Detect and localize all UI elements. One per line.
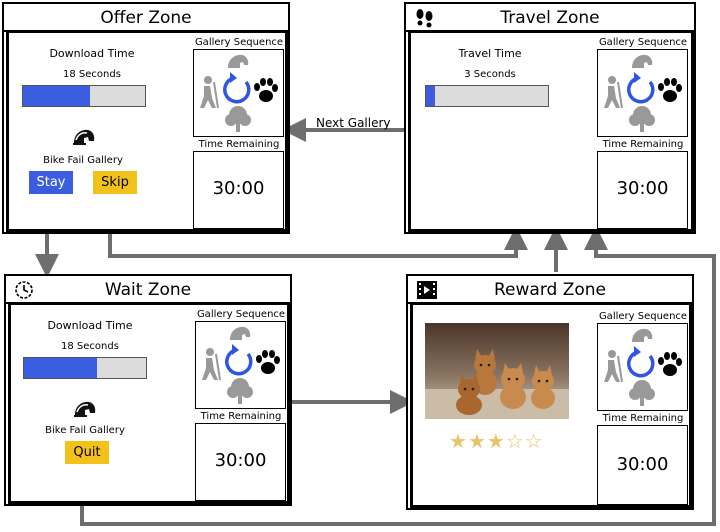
- stay-button[interactable]: Stay: [29, 171, 73, 194]
- reward-panel: ★★★☆☆ Gallery Sequence Time Remaining 30…: [410, 302, 692, 508]
- travel-panel: Travel Time 3 Seconds Gallery Sequence T…: [408, 30, 694, 232]
- travel-sequence-box: [597, 49, 688, 137]
- offer-remaining-title: Time Remaining: [198, 139, 280, 150]
- travel-remaining-title: Time Remaining: [602, 139, 684, 150]
- hiker-icon: [604, 350, 623, 383]
- reward-zone-title: Reward Zone: [408, 276, 692, 304]
- wait-progress-fill: [24, 358, 98, 378]
- travel-zone: Travel Zone Travel Time 3 Seconds Galler…: [404, 2, 696, 234]
- quit-button[interactable]: Quit: [65, 441, 109, 464]
- refresh-icon: [223, 72, 251, 104]
- reward-remaining-title: Time Remaining: [602, 413, 684, 424]
- hiker-icon: [202, 348, 221, 381]
- wait-remaining-box: 30:00: [195, 423, 286, 501]
- helmet-icon: [632, 328, 653, 342]
- wait-zone-title: Wait Zone: [6, 276, 290, 304]
- next-gallery-label: Next Gallery: [316, 116, 391, 130]
- tree-icon: [227, 378, 253, 404]
- offer-zone-title: Offer Zone: [4, 4, 288, 32]
- wait-timer: 30:00: [214, 450, 267, 471]
- gallery-sequence-icons: [200, 54, 278, 132]
- paw-icon: [658, 78, 682, 102]
- wait-time-label: Download Time: [47, 319, 133, 332]
- refresh-icon: [627, 346, 655, 378]
- star-filled-icon[interactable]: ★: [449, 429, 468, 453]
- offer-remaining-box: 30:00: [193, 151, 284, 229]
- gallery-sequence-icons: [604, 328, 682, 406]
- wait-sequence-box: [195, 321, 286, 409]
- travel-sequence-title: Gallery Sequence: [598, 37, 688, 48]
- tree-icon: [629, 106, 655, 132]
- star-empty-icon[interactable]: ☆: [505, 429, 525, 453]
- wait-zone: Wait Zone Download Time 18 Seconds Bike …: [4, 274, 292, 506]
- travel-remaining-box: 30:00: [597, 151, 688, 229]
- offer-sequence-box: [193, 49, 284, 137]
- reward-sequence-title: Gallery Sequence: [598, 311, 688, 322]
- wait-panel: Download Time 18 Seconds Bike Fail Galle…: [8, 302, 290, 504]
- star-filled-icon[interactable]: ★: [486, 429, 506, 453]
- offer-sequence-title: Gallery Sequence: [194, 37, 284, 48]
- gallery-sequence-icons: [202, 326, 280, 404]
- hiker-icon: [604, 76, 623, 109]
- paw-icon: [254, 78, 278, 102]
- wait-gallery-name: Bike Fail Gallery: [45, 425, 125, 436]
- travel-zone-title: Travel Zone: [406, 4, 694, 32]
- helmet-icon: [73, 400, 97, 424]
- offer-progress-fill: [23, 86, 91, 106]
- wait-progress-bar: [23, 357, 147, 379]
- hiker-icon: [200, 76, 219, 109]
- video-icon: [416, 280, 438, 309]
- gallery-sequence-icons: [604, 54, 682, 132]
- star-empty-icon[interactable]: ☆: [524, 429, 544, 453]
- footprints-icon: [414, 8, 436, 37]
- offer-gallery-name: Bike Fail Gallery: [43, 155, 123, 166]
- travel-progress-fill: [426, 86, 435, 106]
- wait-sequence-title: Gallery Sequence: [196, 309, 286, 320]
- travel-timer: 30:00: [616, 178, 669, 199]
- paw-icon: [658, 352, 682, 376]
- reward-timer: 30:00: [616, 454, 669, 475]
- travel-progress-bar: [425, 85, 549, 107]
- helmet-icon: [230, 326, 251, 340]
- travel-time-value: 3 Seconds: [464, 69, 516, 80]
- offer-time-value: 18 Seconds: [63, 69, 121, 80]
- offer-panel: Download Time 18 Seconds Bike Fail Galle…: [6, 30, 288, 232]
- helmet-icon: [632, 54, 653, 68]
- star-filled-icon[interactable]: ★: [467, 429, 487, 453]
- rating-stars[interactable]: ★★★☆☆: [449, 429, 544, 453]
- travel-time-label: Travel Time: [458, 47, 522, 60]
- reward-sequence-box: [597, 323, 688, 411]
- tree-icon: [629, 380, 655, 406]
- refresh-icon: [225, 344, 253, 376]
- offer-zone: Offer Zone Download Time 18 Seconds Bike…: [2, 2, 290, 234]
- kittens-photo: [425, 323, 569, 419]
- offer-time-label: Download Time: [49, 47, 135, 60]
- paw-icon: [256, 350, 280, 374]
- refresh-icon: [627, 72, 655, 104]
- clock-icon: [14, 280, 34, 309]
- helmet-icon: [228, 54, 249, 68]
- helmet-icon: [72, 128, 96, 152]
- reward-zone: Reward Zone: [406, 274, 694, 510]
- offer-progress-bar: [22, 85, 146, 107]
- tree-icon: [225, 106, 251, 132]
- reward-remaining-box: 30:00: [597, 425, 688, 505]
- wait-time-value: 18 Seconds: [61, 341, 119, 352]
- arrow-quit-to-travel: [80, 226, 716, 526]
- skip-button[interactable]: Skip: [93, 171, 137, 194]
- offer-timer: 30:00: [212, 178, 265, 199]
- wait-remaining-title: Time Remaining: [200, 411, 282, 422]
